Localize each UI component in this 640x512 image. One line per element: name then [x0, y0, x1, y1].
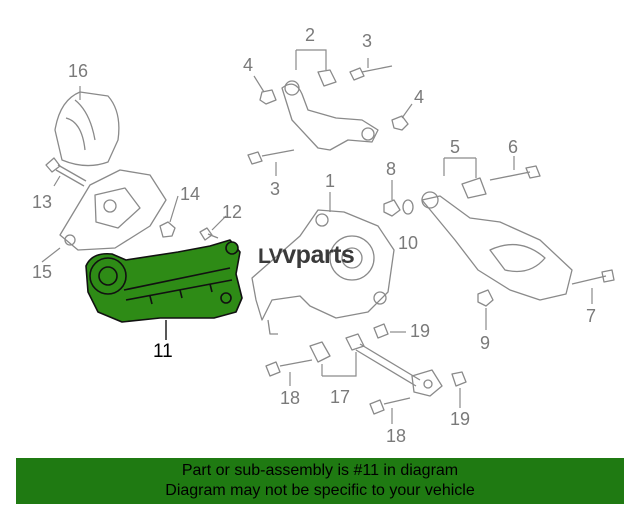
- leader-4a: [253, 75, 265, 93]
- callout-18b: 18: [386, 426, 407, 446]
- callout-2: 2: [305, 25, 316, 45]
- callout-19a: 19: [410, 321, 431, 341]
- parts-diagram: [41, 49, 615, 424]
- leader-13: [53, 175, 61, 187]
- callout-4a: 4: [243, 55, 254, 75]
- part-4-nut-b: [391, 115, 409, 131]
- footer-line-1: Part or sub-assembly is #11 in diagram: [181, 462, 459, 479]
- callout-7: 7: [586, 306, 597, 326]
- part-5-lower-arm: [421, 177, 573, 301]
- callout-17: 17: [330, 387, 351, 407]
- part-10-washer: [402, 199, 414, 215]
- callout-11: 11: [153, 341, 173, 362]
- callout-8: 8: [386, 159, 397, 179]
- callout-13: 13: [32, 192, 53, 212]
- part-15-cover: [59, 169, 167, 251]
- callout-3a: 3: [362, 31, 373, 51]
- part-17-link: [309, 333, 443, 397]
- part-6-bolt: [489, 165, 541, 181]
- part-12-bolt: [199, 227, 219, 241]
- callout-3b: 3: [270, 179, 281, 199]
- part-11-trailing-arm: [85, 239, 243, 323]
- callout-15: 15: [32, 262, 53, 282]
- callout-9: 9: [480, 333, 491, 353]
- part-2-upper-arm: [281, 69, 379, 151]
- part-7-bolt: [571, 269, 615, 285]
- part-19-nut-b: [451, 371, 467, 387]
- callout-12: 12: [222, 202, 243, 222]
- leader-14: [169, 195, 179, 223]
- part-13-bolt: [45, 157, 87, 187]
- footer-line-2: Diagram may not be specific to your vehi…: [165, 482, 475, 499]
- part-3-bolt-a: [349, 65, 393, 81]
- leader-12: [211, 215, 227, 231]
- part-14-nut: [159, 221, 176, 238]
- part-16-shield: [54, 91, 120, 167]
- leader-2: [295, 49, 327, 70]
- diagram-footer-banner: Part or sub-assembly is #11 in diagram D…: [16, 458, 624, 504]
- callout-18a: 18: [280, 388, 301, 408]
- leader-4b: [401, 103, 413, 119]
- callout-5: 5: [450, 137, 461, 157]
- callout-16: 16: [68, 61, 89, 81]
- part-9-nut: [477, 289, 494, 307]
- part-8-nut: [383, 199, 401, 217]
- leader-17: [321, 352, 357, 377]
- watermark-text: vparts: [282, 241, 355, 269]
- callout-19b: 19: [450, 409, 471, 429]
- callout-6: 6: [508, 137, 519, 157]
- part-3-bolt-b: [247, 149, 295, 165]
- lvparts-watermark: LVvparts: [258, 241, 355, 269]
- part-19-nut-a: [373, 323, 389, 339]
- part-4-nut-a: [259, 89, 277, 105]
- part-18-bolt-b: [369, 397, 411, 415]
- watermark-prefix: LV: [258, 245, 283, 268]
- leader-5: [443, 157, 477, 178]
- leader-15: [41, 247, 61, 263]
- callout-1: 1: [325, 171, 336, 191]
- callout-14: 14: [180, 184, 201, 204]
- callout-4b: 4: [414, 87, 425, 107]
- part-1-knuckle: [251, 209, 395, 335]
- part-18-bolt-a: [265, 359, 313, 377]
- callout-10: 10: [398, 233, 419, 253]
